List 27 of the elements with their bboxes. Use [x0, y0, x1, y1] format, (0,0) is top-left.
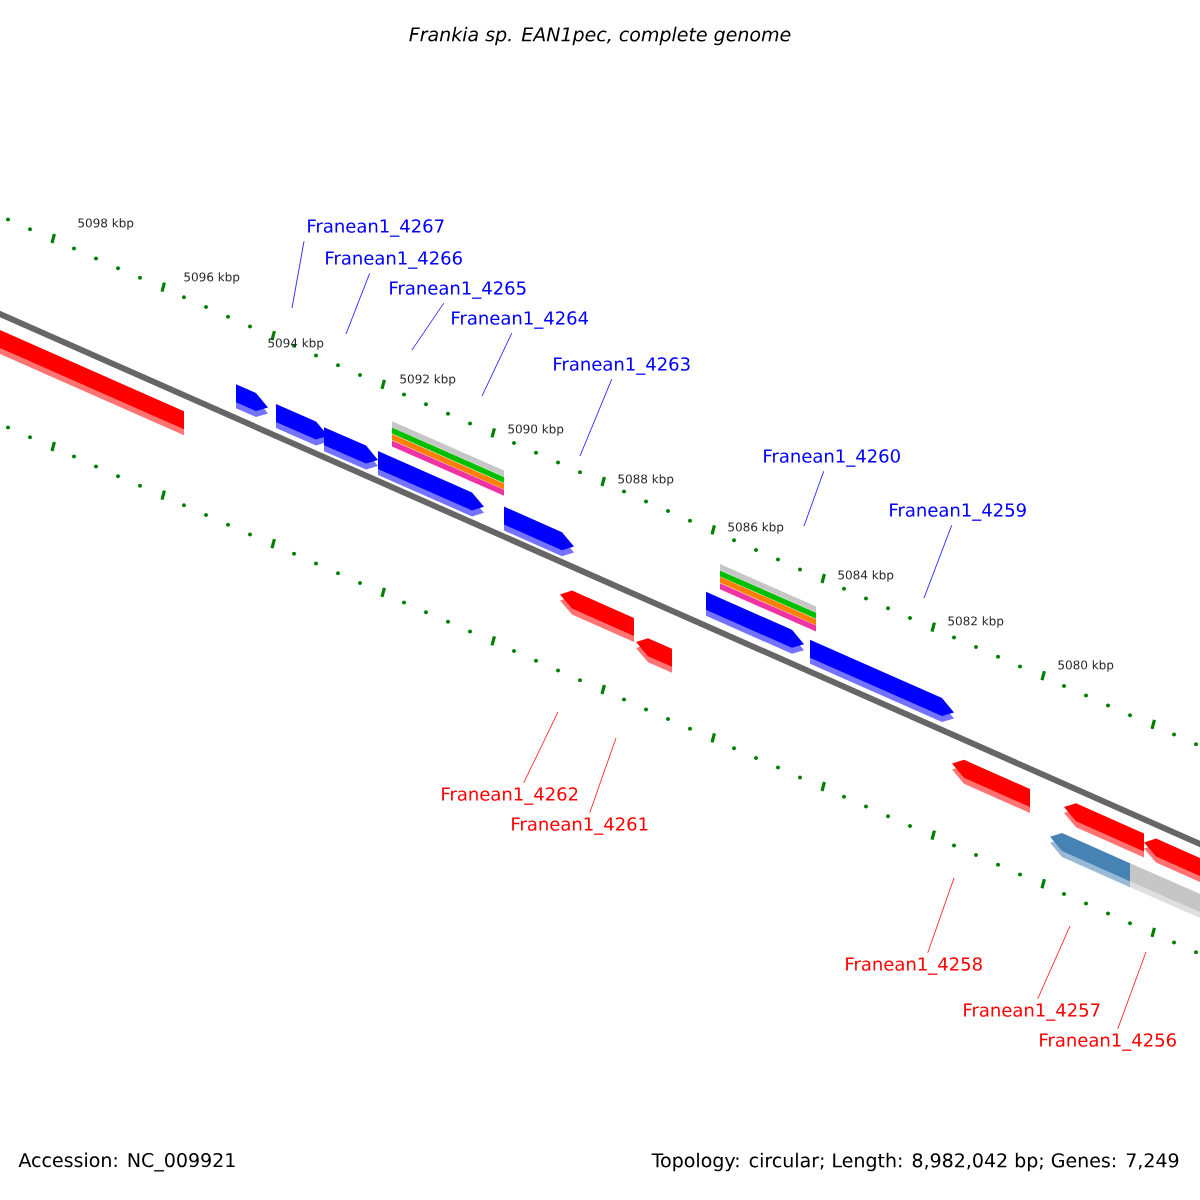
leader-line — [923, 524, 953, 599]
gene-label: Franean1_4258 — [846, 957, 982, 975]
leader-line — [411, 302, 445, 351]
accession-text: Accession: NC_009921 — [18, 1152, 235, 1172]
gene-label: Franean1_4260 — [764, 449, 900, 467]
leader-line — [589, 737, 617, 814]
gene-label: Franean1_4266 — [326, 251, 462, 269]
gene-label: Franean1_4259 — [890, 503, 1026, 521]
leader-line — [803, 470, 825, 527]
genome-info-text: Topology: circular; Length: 8,982,042 bp; Genes: 7,249 — [651, 1152, 1179, 1172]
gene-label: Franean1_4265 — [390, 281, 526, 299]
leader-line — [523, 711, 559, 784]
gene-label: Franean1_4267 — [308, 219, 444, 237]
gene-label: Franean1_4257 — [964, 1003, 1100, 1021]
gene-label: Franean1_4262 — [442, 787, 578, 805]
leader-line — [579, 378, 613, 457]
leader-line — [1117, 951, 1147, 1030]
gene-label: Franean1_4261 — [512, 817, 648, 835]
gene-label: Franean1_4264 — [452, 311, 589, 329]
leader-line — [1037, 925, 1071, 1000]
leader-line — [927, 877, 955, 954]
leader-line — [481, 332, 513, 397]
title: Frankia sp. EAN1pec, complete genome — [409, 26, 791, 46]
gene-label: Franean1_4256 — [1040, 1033, 1176, 1051]
leader-line — [345, 272, 371, 335]
leader-line — [291, 240, 305, 309]
gene-label: Franean1_4263 — [554, 357, 690, 375]
